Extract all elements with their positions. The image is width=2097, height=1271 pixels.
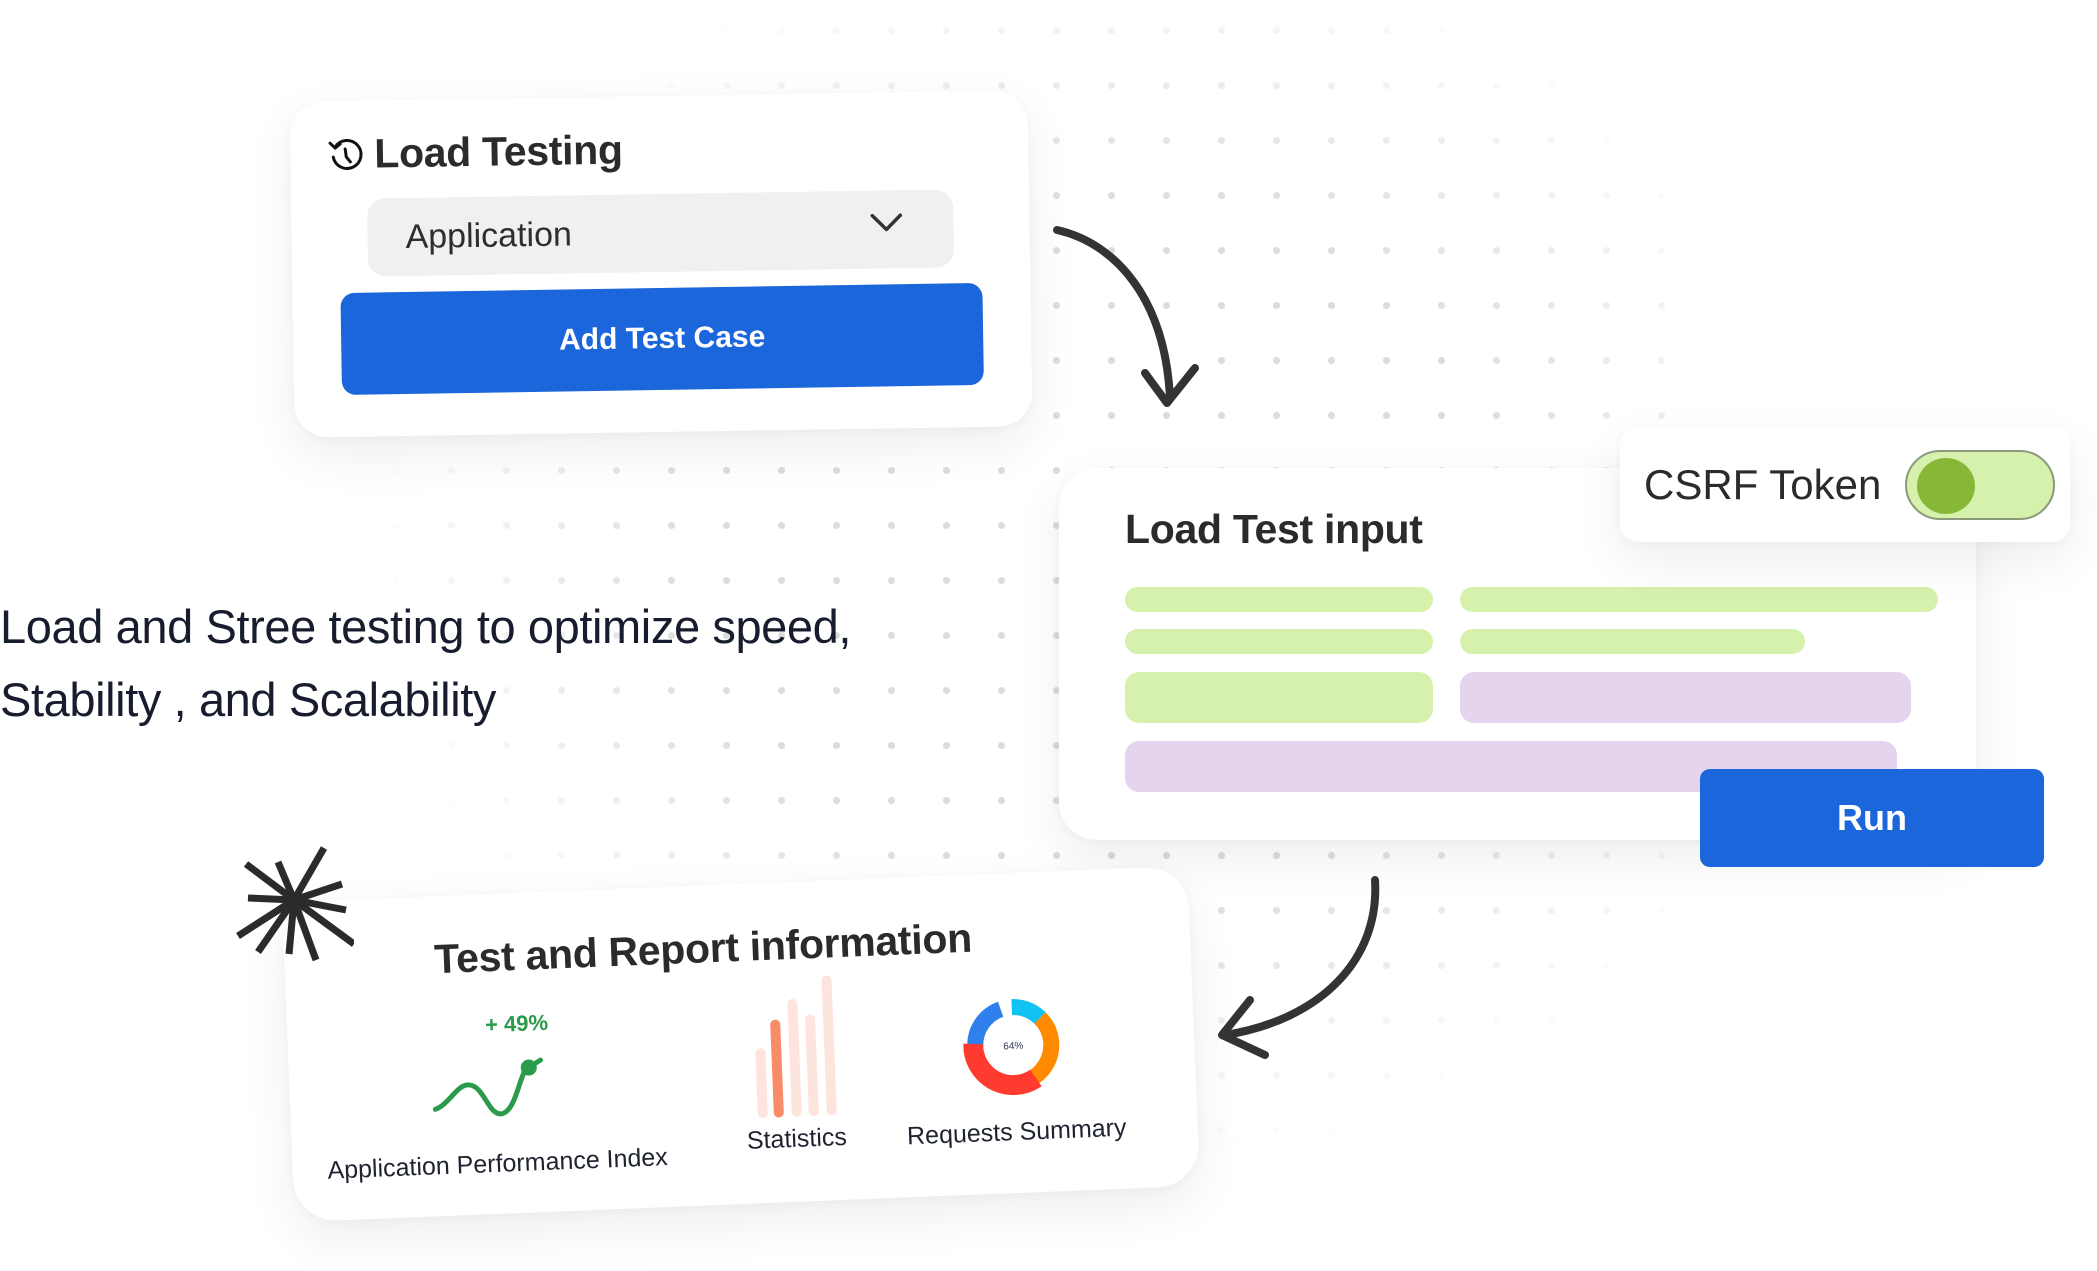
sparkline-icon [432, 1057, 543, 1117]
input-placeholder-bar [1460, 629, 1805, 654]
tagline-line-1: Load and Stree testing to optimize speed… [0, 600, 852, 653]
metric-statistics[interactable]: Statistics [710, 974, 870, 1155]
load-testing-header: Load Testing [326, 127, 623, 179]
application-dropdown[interactable]: Application [366, 189, 955, 277]
metric-requests-summary[interactable]: 64% Requests Summary [880, 968, 1140, 1150]
run-button[interactable]: Run [1700, 769, 2044, 867]
csrf-token-card: CSRF Token [1620, 427, 2070, 542]
curved-arrow-down-icon [1053, 226, 1199, 407]
dropdown-selected-value: Application [405, 214, 573, 256]
csrf-token-label: CSRF Token [1644, 460, 1882, 508]
history-clock-icon [328, 138, 363, 170]
apdex-change-badge: + 49% [484, 1009, 549, 1038]
load-testing-card: Load Testing Application Add Test Case [289, 90, 1033, 438]
input-placeholder-bar [1125, 629, 1433, 654]
donut-chart-icon: 64% [963, 995, 1064, 1096]
load-test-input-title: Load Test input [1125, 506, 1423, 552]
donut-center-value: 64% [1003, 1041, 1024, 1053]
statistics-label: Statistics [746, 1122, 848, 1155]
load-testing-title: Load Testing [373, 126, 624, 177]
add-test-case-button[interactable]: Add Test Case [340, 282, 984, 396]
tagline-line-2: Stability , and Scalability [0, 673, 497, 726]
report-title: Test and Report information [433, 914, 973, 983]
apdex-label: Application Performance Index [326, 1143, 669, 1185]
curved-arrow-left-icon [1218, 876, 1380, 1059]
csrf-token-toggle[interactable] [1905, 449, 2056, 520]
sparkle-asterisk-icon [236, 846, 354, 962]
tagline: Load and Stree testing to optimize speed… [0, 590, 851, 736]
input-placeholder-bar [1460, 587, 1938, 612]
input-placeholder-bar [1125, 587, 1433, 612]
test-report-card: Test and Report information + 49% Applic… [281, 865, 1201, 1223]
requests-summary-label: Requests Summary [906, 1113, 1127, 1151]
metric-apdex[interactable]: + 49% Application Performance Index [317, 1005, 668, 1185]
chevron-down-icon [870, 213, 903, 232]
input-placeholder-field[interactable] [1460, 672, 1911, 723]
bar-chart-icon [755, 975, 837, 1119]
toggle-knob [1917, 457, 1976, 514]
input-placeholder-field[interactable] [1125, 672, 1433, 723]
